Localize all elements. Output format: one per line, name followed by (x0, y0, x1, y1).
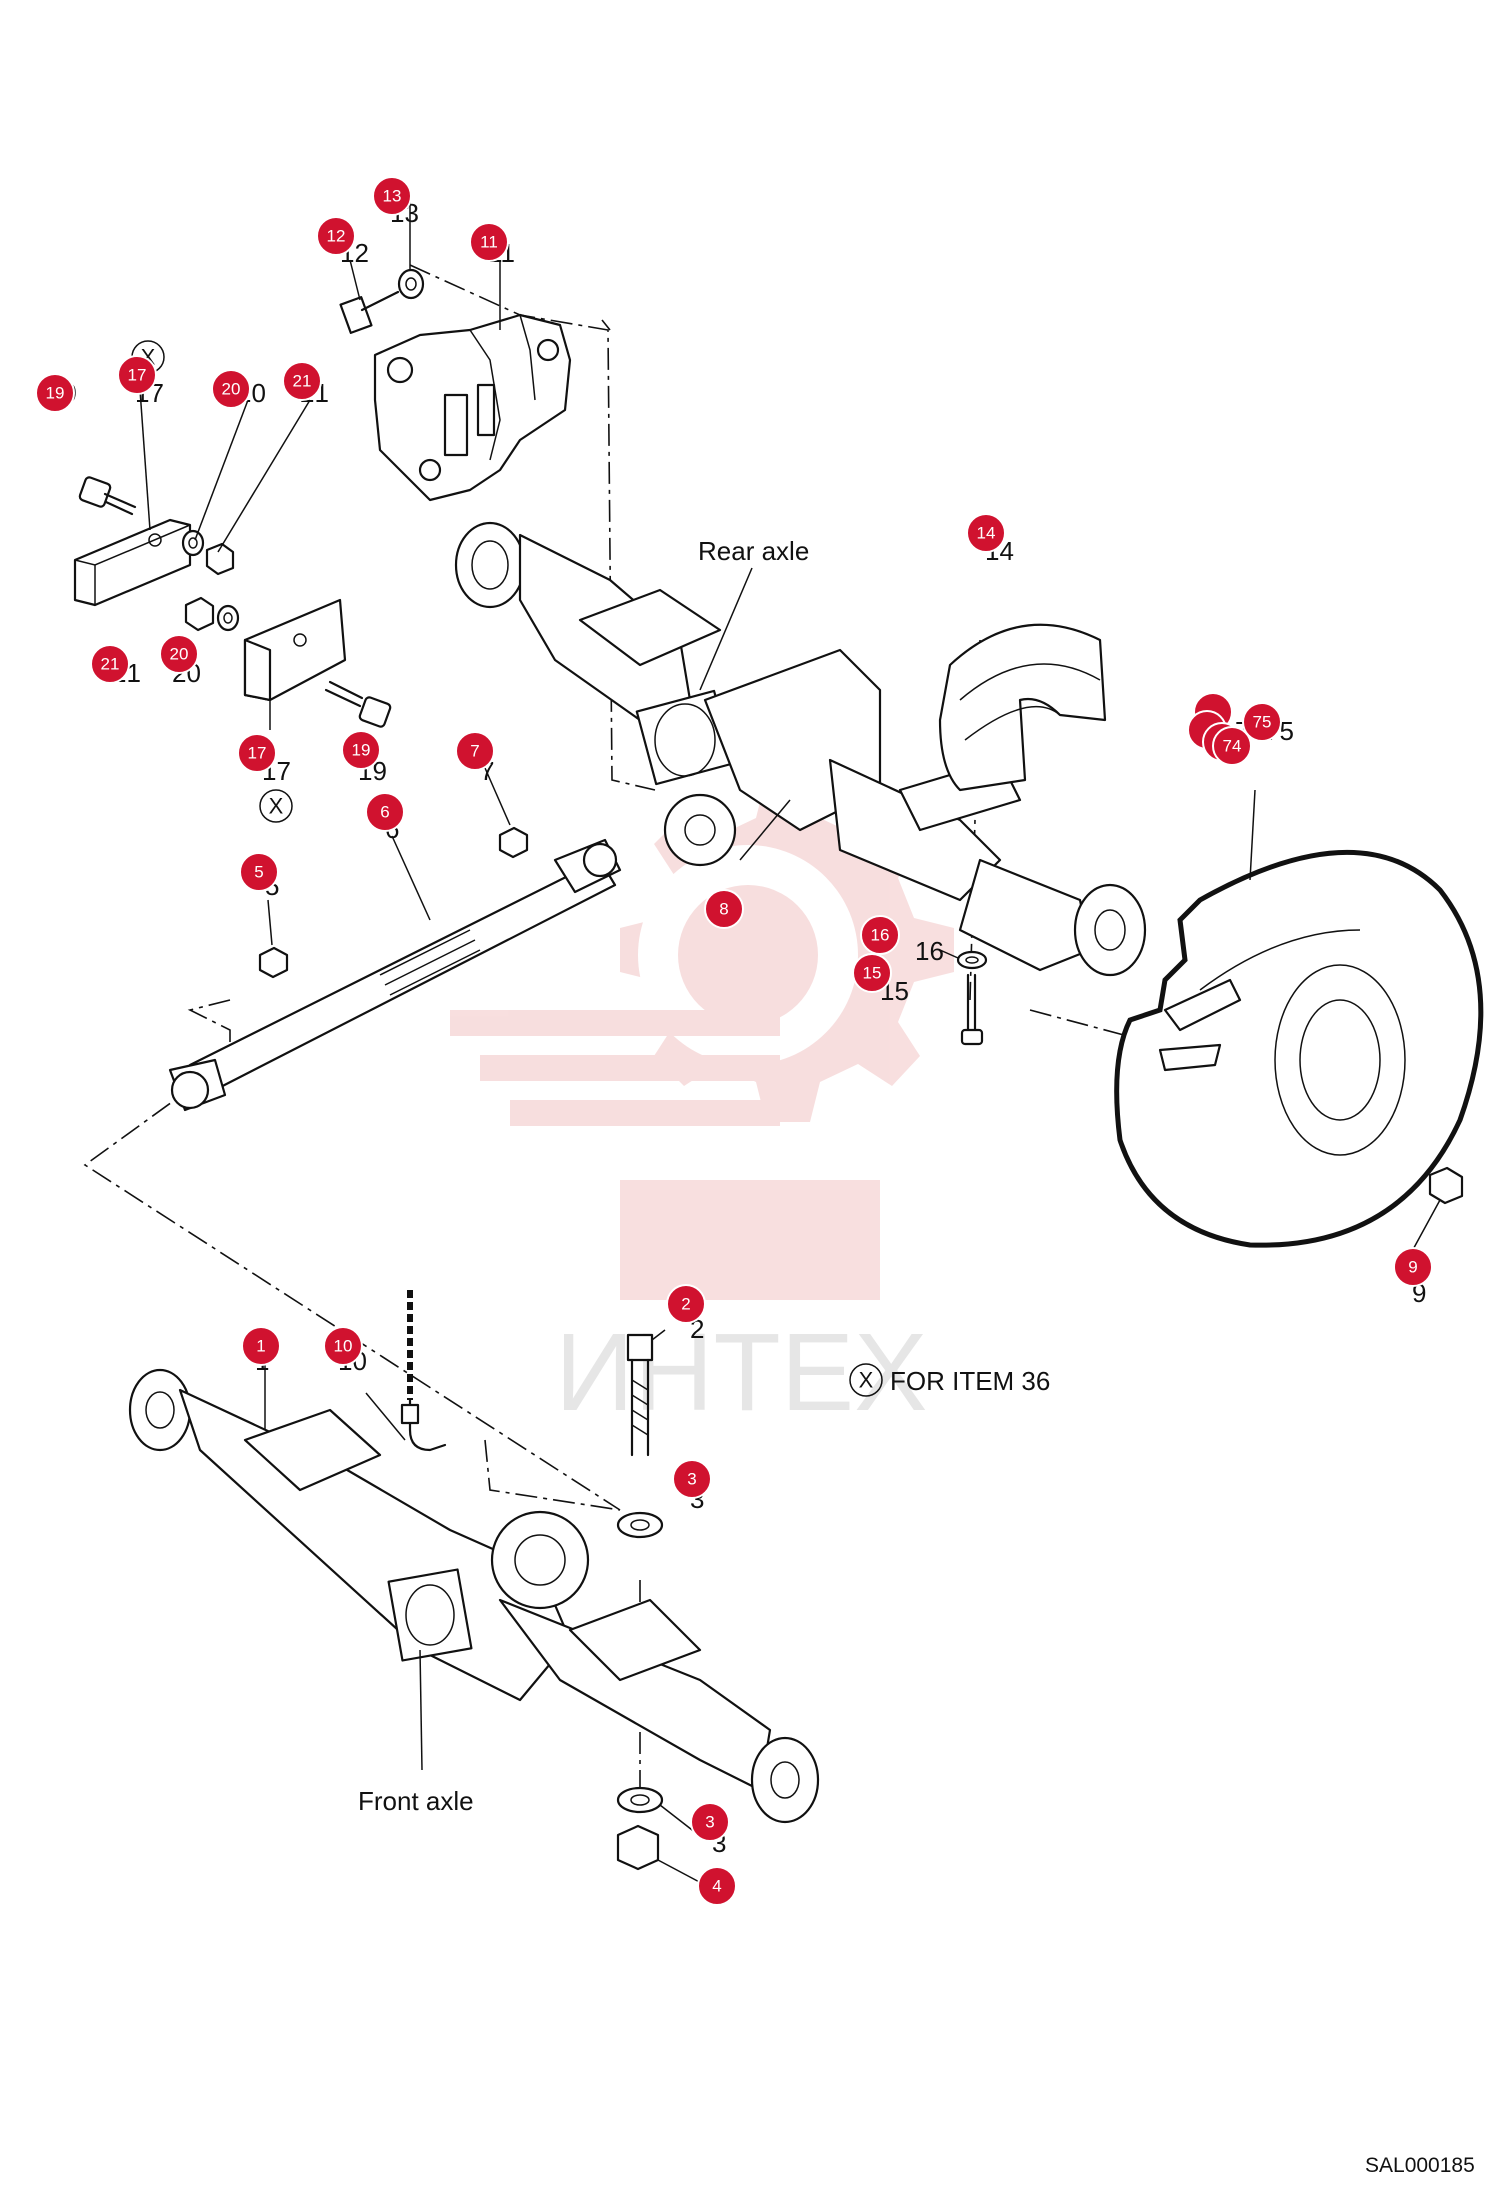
nut-5 (258, 946, 289, 979)
svg-text:2: 2 (681, 1295, 690, 1314)
svg-text:X: X (269, 794, 284, 819)
svg-text:7: 7 (470, 742, 479, 761)
bolt-19-upper (78, 476, 137, 516)
svg-text:17: 17 (248, 744, 267, 763)
svg-text:14: 14 (977, 524, 996, 543)
hotspot-10[interactable]: 10 (323, 1326, 363, 1366)
svg-text:5: 5 (254, 863, 263, 882)
x-marker-bracket: X (259, 789, 293, 823)
svg-text:3: 3 (705, 1813, 714, 1832)
svg-text:3: 3 (687, 1470, 696, 1489)
hotspot-21[interactable]: 21 (282, 361, 322, 401)
motor-bolt-12 (339, 290, 400, 334)
svg-text:17: 17 (128, 366, 147, 385)
hotspot-14[interactable]: 14 (966, 513, 1006, 553)
bolt-19-lower (324, 680, 392, 728)
svg-text:8: 8 (719, 900, 728, 919)
svg-text:75: 75 (1253, 713, 1272, 732)
hotspot-13[interactable]: 13 (372, 176, 412, 216)
svg-text:19: 19 (352, 741, 371, 760)
bolt-2 (626, 1333, 654, 1457)
svg-text:6: 6 (380, 803, 389, 822)
bracket-lower (243, 598, 347, 702)
hotspot-12[interactable]: 12 (316, 216, 356, 256)
hydraulic-motor (373, 313, 572, 502)
svg-text:21: 21 (293, 372, 312, 391)
for-item-note: FOR ITEM 36 (890, 1366, 1050, 1396)
washer-16 (956, 950, 988, 970)
hotspot-16[interactable]: 16 (860, 915, 900, 955)
washer-3-upper (616, 1511, 664, 1539)
washer-20-lower (216, 604, 240, 632)
rear-axle-label: Rear axle (698, 536, 809, 566)
svg-text:12: 12 (327, 227, 346, 246)
hotspot-15[interactable]: 15 (852, 953, 892, 993)
hotspot-3a[interactable]: 3 (672, 1459, 712, 1499)
hotspot-8[interactable]: 8 (704, 889, 744, 929)
front-axle-label: Front axle (358, 1786, 474, 1816)
rear-axle (454, 521, 1147, 977)
hotspot-5[interactable]: 5 (239, 852, 279, 892)
drive-shaft (168, 838, 622, 1112)
hotspot-75[interactable]: 75 (1242, 702, 1282, 742)
nut-21-lower (184, 596, 215, 632)
drawing-id: SAL000185 (1365, 2154, 1475, 2177)
hotspot-21b[interactable]: 21 (90, 644, 130, 684)
svg-text:15: 15 (863, 964, 882, 983)
hotspot-9[interactable]: 9 (1393, 1247, 1433, 1287)
leader-lines (139, 190, 1441, 1886)
wheel-nut-9 (1428, 1166, 1464, 1205)
hotspot-1[interactable]: 1 (241, 1326, 281, 1366)
wheel (1114, 849, 1484, 1248)
svg-text:X: X (859, 1368, 874, 1393)
front-axle (128, 1368, 820, 1824)
hotspot-17[interactable]: 17 (117, 355, 157, 395)
watermark-text: ИНТЕХ (555, 1311, 927, 1434)
hotspot-3b[interactable]: 3 (690, 1802, 730, 1842)
svg-text:16: 16 (871, 926, 890, 945)
hotspot-74[interactable]: 74 (1212, 726, 1252, 766)
hotspot-19b[interactable]: 19 (341, 730, 381, 770)
hotspot-4[interactable]: 4 (697, 1866, 737, 1906)
washer-20-upper (181, 529, 205, 557)
hotspot-7[interactable]: 7 (455, 731, 495, 771)
svg-text:1: 1 (256, 1337, 265, 1356)
svg-text:20: 20 (170, 645, 189, 664)
hose-10 (400, 1290, 447, 1452)
hotspot-19[interactable]: 19 (35, 373, 75, 413)
svg-text:11: 11 (480, 233, 498, 252)
bracket-upper (73, 518, 192, 607)
hotspot-11[interactable]: 11 (469, 222, 509, 262)
hotspot-17b[interactable]: 17 (237, 733, 277, 773)
hotspot-20b[interactable]: 20 (159, 634, 199, 674)
x-marker-note: X (849, 1363, 883, 1397)
nut-7 (498, 826, 529, 859)
hotspot-6[interactable]: 6 (365, 792, 405, 832)
svg-text:9: 9 (1408, 1258, 1417, 1277)
svg-text:74: 74 (1223, 737, 1242, 756)
hotspot-2[interactable]: 2 (666, 1284, 706, 1324)
callout-16: 16 (915, 936, 944, 966)
washer-13 (397, 268, 425, 300)
bolt-15 (960, 973, 984, 1046)
svg-text:19: 19 (46, 384, 65, 403)
svg-text:10: 10 (334, 1337, 353, 1356)
hotspot-20[interactable]: 20 (211, 369, 251, 409)
svg-text:13: 13 (383, 187, 402, 206)
svg-text:4: 4 (712, 1877, 721, 1896)
counterweight-14 (938, 623, 1107, 792)
svg-text:21: 21 (101, 655, 120, 674)
nut-4 (616, 1824, 660, 1871)
washer-3-lower (616, 1786, 664, 1814)
svg-text:20: 20 (222, 380, 241, 399)
